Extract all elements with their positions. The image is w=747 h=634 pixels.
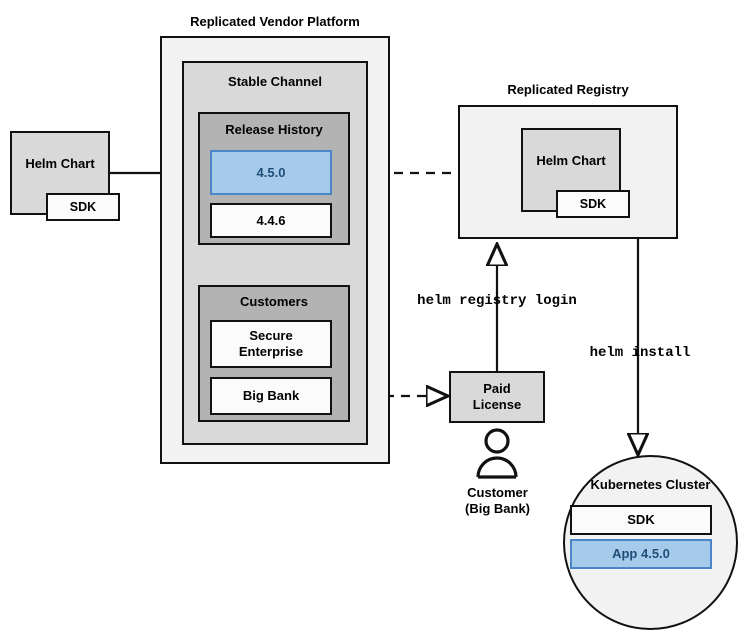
customer-label-line1: Secure [249,328,293,344]
person-icon [476,428,518,479]
source-helm-chart-label: Helm Chart [25,156,95,172]
cluster-item-label: SDK [627,512,655,528]
paid-license-line2: License [472,397,522,412]
registry-helm-chart-label: Helm Chart [536,153,606,169]
customer-label: Secure Enterprise [212,322,330,366]
source-sdk-box[interactable]: SDK [46,193,120,221]
customer-actor-label: Customer (Big Bank) [430,485,565,518]
source-sdk-label: SDK [69,199,97,214]
release-history-title: Release History [225,122,323,137]
release-item-label: 4.5.0 [256,164,286,180]
cluster-item-sdk[interactable]: SDK [570,505,712,535]
cluster-item-label: App 4.5.0 [612,546,670,562]
release-item-label: 4.4.6 [256,212,286,228]
registry-title: Replicated Registry [507,82,629,97]
command-helm-install: helm install [589,345,691,361]
customer-label-line2: Enterprise [238,344,304,359]
platform-title: Replicated Vendor Platform [190,14,360,29]
customers-title: Customers [240,294,308,309]
command-helm-registry-login: helm registry login [417,293,577,309]
registry-sdk-label: SDK [579,196,607,211]
registry-sdk-box[interactable]: SDK [556,190,630,218]
paid-license-label: Paid License [451,373,543,421]
release-item-4-4-6[interactable]: 4.4.6 [210,203,332,238]
customer-secure-enterprise[interactable]: Secure Enterprise [210,320,332,368]
paid-license-box[interactable]: Paid License [449,371,545,423]
customer-actor-line2: (Big Bank) [465,501,530,517]
paid-license-line1: Paid [483,381,511,397]
customer-actor-line1: Customer [467,485,528,500]
customer-label: Big Bank [242,388,300,404]
cluster-item-app[interactable]: App 4.5.0 [570,539,712,569]
customer-big-bank[interactable]: Big Bank [210,377,332,415]
release-item-4-5-0[interactable]: 4.5.0 [210,150,332,195]
kubernetes-cluster-title: Kubernetes Cluster [590,477,711,492]
stable-channel-title: Stable Channel [228,74,322,89]
